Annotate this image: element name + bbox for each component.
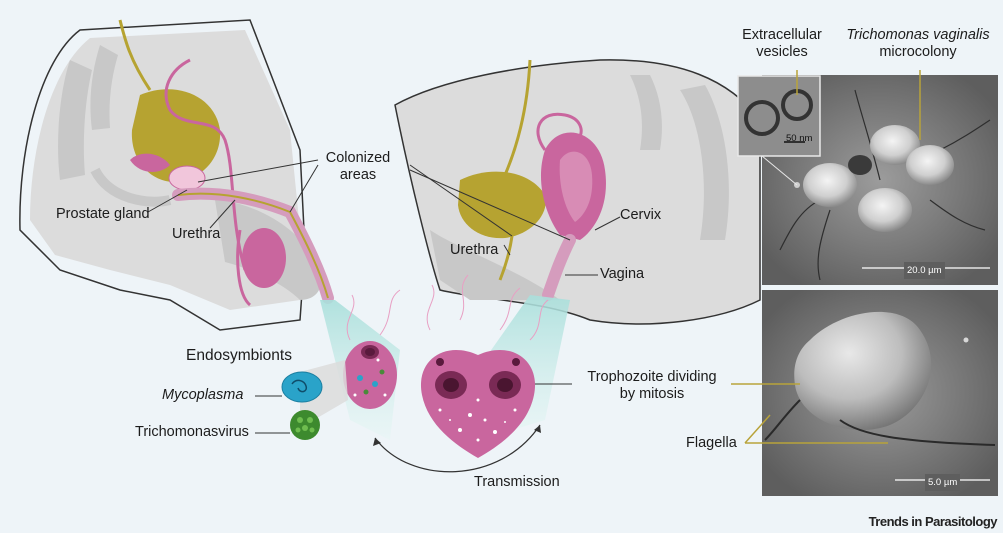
urethra-male-label: Urethra <box>172 226 220 243</box>
journal-brand: Trends in Parasitology <box>869 514 997 529</box>
sem-single-cell <box>762 290 998 496</box>
mycoplasma-label: Mycoplasma <box>162 387 243 404</box>
female-anatomy <box>395 60 760 324</box>
microcolony-title: Trichomonas vaginalis microcolony <box>834 27 1002 61</box>
colonized-line2: areas <box>340 167 376 183</box>
microcolony-word: microcolony <box>879 44 956 60</box>
colonized-areas-label: Colonized areas <box>318 150 398 184</box>
flagella-label: Flagella <box>686 435 737 452</box>
trophozoite-line2: by mitosis <box>620 386 684 402</box>
trophozoite-label: Trophozoite dividing by mitosis <box>572 369 732 403</box>
extracellular-vesicles-label: Extracellular vesicles <box>730 27 834 61</box>
top-scale-label: 20.0 µm <box>904 262 945 279</box>
transmission-arrowhead-left <box>373 438 381 446</box>
bottom-scale-label: 5.0 µm <box>925 474 960 491</box>
urethra-female-label: Urethra <box>450 242 498 259</box>
vesicles-line1: Extracellular <box>742 27 822 43</box>
testis <box>242 228 286 288</box>
colonized-line1: Colonized <box>326 150 391 166</box>
dividing-trophozoite <box>421 350 535 458</box>
mycoplasma-cell <box>282 372 322 402</box>
trophozoite-line1: Trophozoite dividing <box>587 369 716 385</box>
small-trophozoite <box>343 341 397 409</box>
transmission-label: Transmission <box>474 474 560 491</box>
species-name: Trichomonas vaginalis <box>846 27 989 43</box>
prostate <box>169 166 205 190</box>
inset-scale-label: 50 nm <box>786 130 812 147</box>
endosymbionts-label: Endosymbionts <box>186 347 292 364</box>
cervix-label: Cervix <box>620 207 661 224</box>
prostate-gland-label: Prostate gland <box>56 206 150 223</box>
vagina-label: Vagina <box>600 266 644 283</box>
trichomonasvirus-label: Trichomonasvirus <box>135 424 249 441</box>
male-anatomy <box>20 20 328 330</box>
vesicles-line2: vesicles <box>756 44 808 60</box>
